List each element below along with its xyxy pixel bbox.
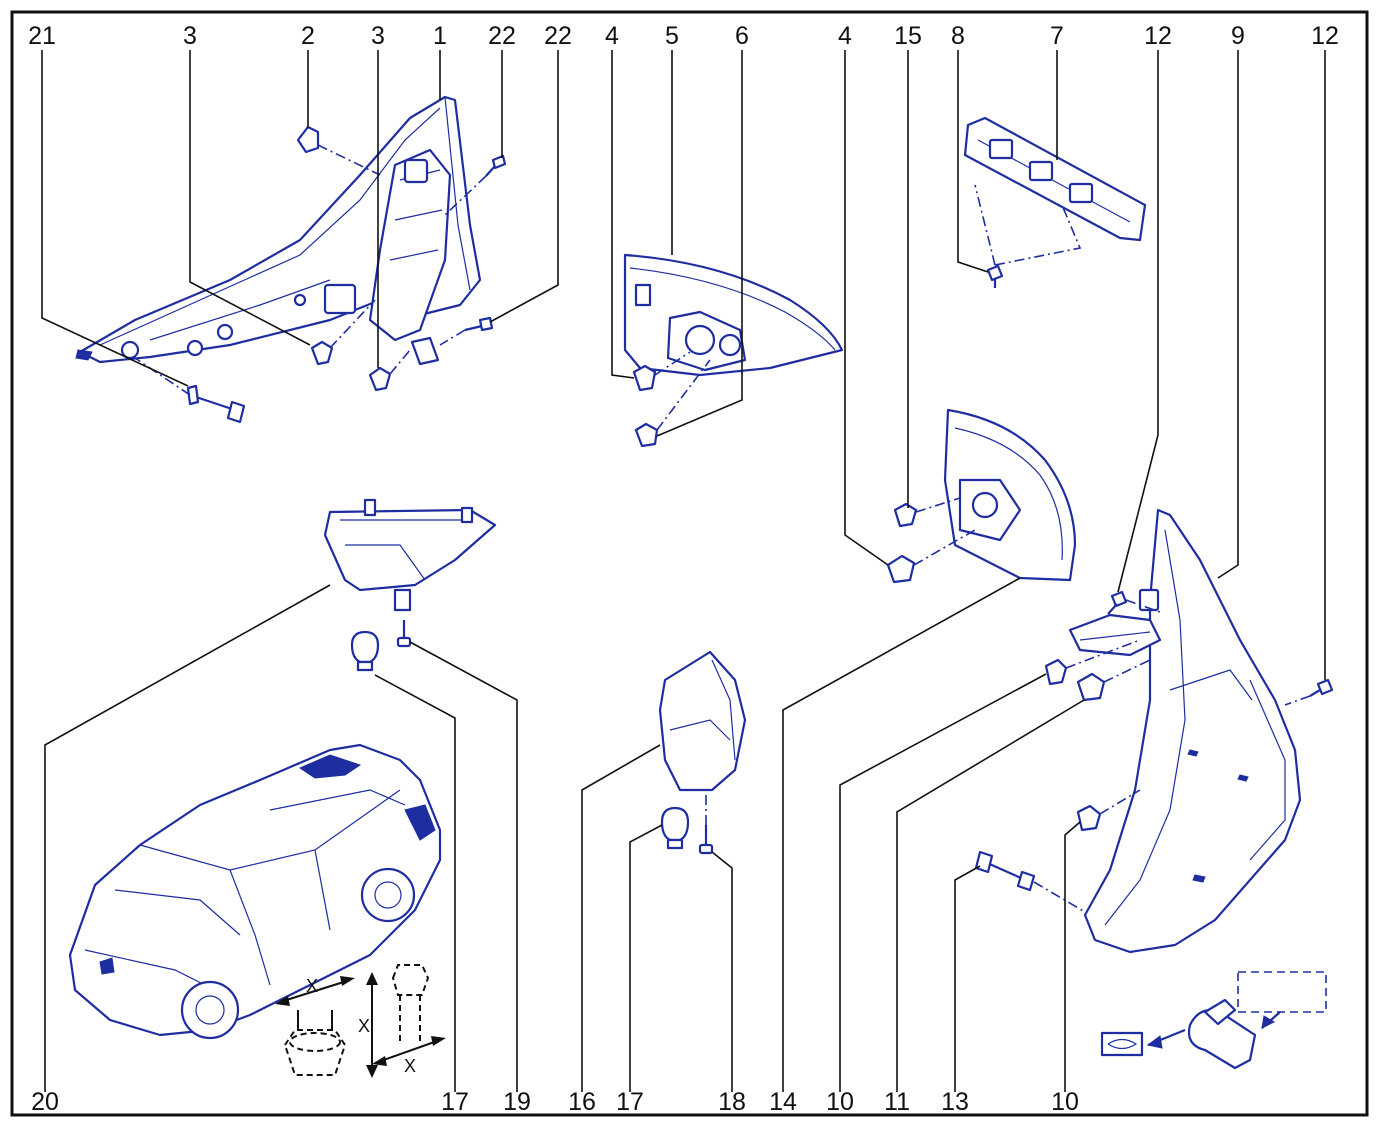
- leader-12-a: [1117, 50, 1159, 593]
- leader-10-a: [839, 673, 1047, 1092]
- bulb-4-lower: [886, 529, 976, 584]
- callout-10-b: 10: [1051, 1088, 1079, 1116]
- center-tail-lamp-5: [623, 253, 844, 377]
- bolt-21: [134, 357, 246, 424]
- nut-6: [634, 359, 711, 448]
- vehicle-illustration: [68, 743, 442, 1040]
- callouts-top: 21 3 2 3 1 22 22 4 5 6 4 15 8 7 12 9 12: [28, 22, 1339, 50]
- callout-10-a: 10: [826, 1088, 854, 1116]
- callout-15: 15: [894, 22, 922, 50]
- bulb-and-socket: [1100, 971, 1327, 1070]
- callout-1: 1: [433, 22, 447, 50]
- leader-6: [656, 50, 743, 437]
- leader-13: [954, 865, 981, 1092]
- callout-11: 11: [884, 1088, 910, 1116]
- leader-21: [41, 50, 189, 387]
- callout-22-b: 22: [544, 22, 572, 50]
- bolt-dimension-x-bottom: X: [404, 1056, 416, 1076]
- clip-10-upper: [1044, 639, 1141, 686]
- bracket-22: [410, 336, 440, 366]
- callout-22-a: 22: [488, 22, 516, 50]
- callout-12-a: 12: [1144, 22, 1172, 50]
- tail-lamp-14: [943, 408, 1077, 582]
- side-marker-lamp-20: [323, 498, 497, 612]
- leader-9: [1217, 50, 1239, 579]
- clip-3-upper: [310, 299, 376, 366]
- leader-16: [581, 744, 661, 1092]
- leader-19: [409, 641, 518, 1092]
- bulb-17-left: [350, 630, 380, 672]
- callout-2: 2: [301, 22, 315, 50]
- callout-17-b: 17: [616, 1088, 644, 1116]
- clip-3-lower: [368, 349, 411, 392]
- screw-12-right: [1284, 678, 1334, 706]
- leader-8: [957, 50, 989, 273]
- callout-3-b: 3: [371, 22, 385, 50]
- leader-17-b: [629, 824, 663, 1092]
- clip-11: [1076, 659, 1151, 702]
- screw-12-left: [1107, 590, 1161, 615]
- screw-19: [396, 620, 412, 648]
- callout-21: 21: [28, 22, 56, 50]
- leader-4-a: [611, 50, 635, 379]
- callout-17-a: 17: [441, 1088, 469, 1116]
- bolt-13: [974, 850, 1086, 913]
- screw-8: [974, 184, 1082, 288]
- diagram-frame: [10, 10, 1369, 1117]
- clip-10-lower: [1076, 789, 1141, 832]
- callout-16: 16: [568, 1088, 596, 1116]
- leader-10-b: [1064, 821, 1081, 1092]
- callout-4-a: 4: [605, 22, 619, 50]
- high-mounted-stop-lamp-7: [963, 116, 1147, 242]
- callout-5: 5: [665, 22, 679, 50]
- bulb-4-center: [632, 351, 691, 392]
- leader-3-a: [189, 50, 311, 346]
- bulbholder-15: [893, 497, 961, 528]
- repeater-lamp-16: [658, 650, 747, 792]
- callout-20: 20: [31, 1088, 59, 1116]
- callout-12-b: 12: [1311, 22, 1339, 50]
- screw-22-upper: [444, 154, 507, 216]
- callout-6: 6: [735, 22, 749, 50]
- bulb-17-center: [660, 806, 690, 850]
- callout-3-a: 3: [183, 22, 197, 50]
- callouts-bottom: 20 17 19 16 17 18 14 10 11 13 10: [31, 1088, 1079, 1116]
- callout-8: 8: [951, 22, 965, 50]
- leader-20: [44, 584, 331, 1092]
- leader-17-a: [374, 674, 456, 1092]
- side-lamp-bracket: [1068, 588, 1162, 657]
- leader-18: [711, 851, 733, 1092]
- leader-14: [782, 577, 1021, 1092]
- leader-22-b: [489, 50, 559, 323]
- torque-legend: X X X: [275, 964, 446, 1078]
- callout-4-b: 4: [838, 22, 852, 50]
- screw-18: [698, 795, 714, 855]
- bolt-dimension-x-side: X: [358, 1016, 370, 1036]
- callout-19: 19: [503, 1088, 531, 1116]
- rear-lamp-9: [1083, 508, 1302, 954]
- leader-lines: [41, 50, 1326, 1092]
- callout-14: 14: [769, 1088, 797, 1116]
- callout-7: 7: [1050, 22, 1064, 50]
- callout-9: 9: [1231, 22, 1245, 50]
- inner-tail-lamp-assembly: [75, 95, 482, 364]
- screw-22-lower: [439, 316, 494, 346]
- callout-13: 13: [941, 1088, 969, 1116]
- clip-2: [296, 125, 381, 176]
- callout-18: 18: [718, 1088, 746, 1116]
- nut-dimension-x: X: [306, 976, 318, 996]
- leader-4-b: [844, 50, 889, 566]
- leader-11: [896, 699, 1085, 1092]
